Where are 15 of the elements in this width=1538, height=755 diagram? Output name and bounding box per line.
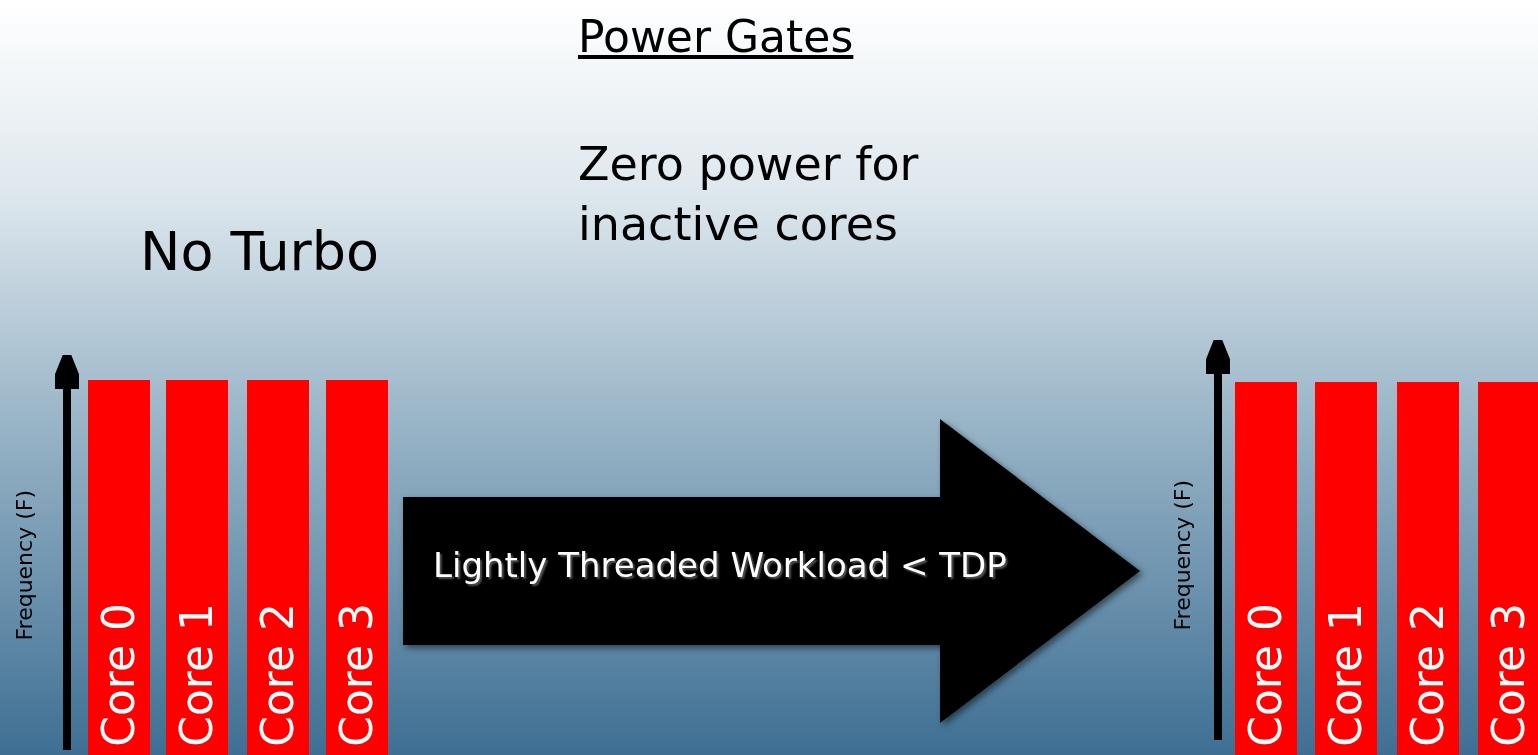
panel-heading: No Turbo <box>140 220 380 283</box>
core-bar: Core 3 <box>326 380 388 755</box>
edge-label: Lightly Threaded Workload < TDP <box>433 545 1007 585</box>
axis-label: Frequency (F) <box>1170 480 1195 631</box>
core-bar: Core 1 <box>166 380 228 755</box>
core-bar: Core 2 <box>247 380 309 755</box>
core-bar: Core 0 <box>88 380 150 755</box>
slide-heading: Power Gates <box>578 10 854 64</box>
core-bar: Core 2 <box>1397 382 1459 755</box>
core-bar: Core 1 <box>1315 382 1377 755</box>
block-arrow <box>403 419 1140 723</box>
core-bar: Core 3 <box>1478 382 1538 755</box>
note-text: Zero power for inactive cores <box>578 136 920 253</box>
axis-label: Frequency (F) <box>12 490 37 641</box>
core-bar: Core 0 <box>1235 382 1297 755</box>
